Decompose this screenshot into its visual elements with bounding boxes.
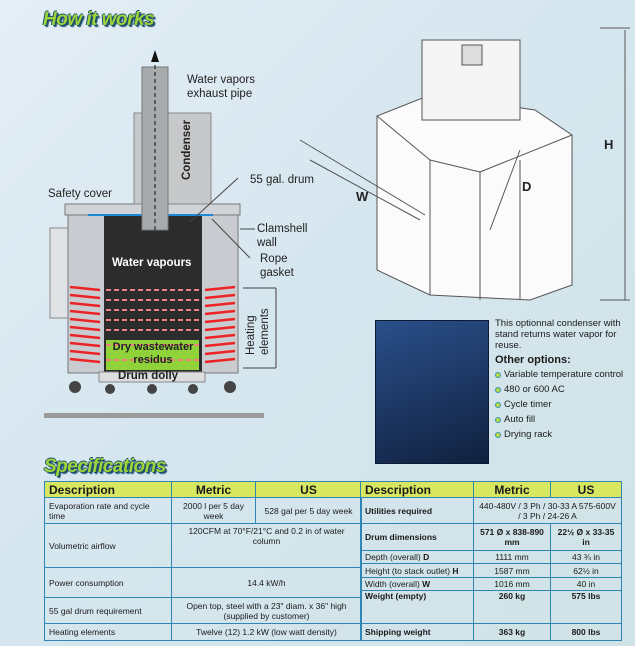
- cell: 1016 mm: [473, 576, 551, 591]
- label-line: Rope: [260, 253, 288, 265]
- option-item: Drying rack: [495, 429, 630, 440]
- label-line: residus: [133, 354, 173, 366]
- label-line: gasket: [260, 267, 294, 279]
- header-us: US: [255, 481, 362, 498]
- cell: 43 ¾ in: [550, 550, 622, 565]
- cell: 120CFM at 70°F/21°C and 0.2 in of water …: [171, 523, 362, 568]
- cell: 575 lbs: [550, 589, 622, 624]
- specifications-heading: Specifications: [44, 456, 166, 477]
- casters: [69, 381, 236, 394]
- header-metric: Metric: [473, 480, 551, 499]
- cell: Power consumption: [44, 567, 172, 598]
- dimension-key: D: [423, 552, 430, 563]
- dimension-key: W: [422, 578, 431, 589]
- cell: Volumetric airflow: [44, 523, 172, 568]
- process-diagram: [44, 27, 630, 418]
- header-us: US: [550, 480, 622, 499]
- cell: 260 kg: [473, 589, 551, 624]
- label-line: wall: [257, 237, 277, 249]
- cell: 800 lbs: [550, 622, 622, 642]
- option-item: Cycle timer: [495, 399, 630, 410]
- header-description: Description: [44, 481, 172, 498]
- depth-marker: D: [522, 179, 532, 194]
- condenser-label: Condenser: [181, 119, 193, 180]
- width-marker: W: [356, 189, 369, 204]
- exhaust-pipe-label: Water vapors exhaust pipe: [187, 73, 255, 101]
- cell: Open top, steel with a 23" diam. x 36" h…: [171, 597, 362, 624]
- header-metric: Metric: [171, 481, 256, 498]
- floor: [44, 413, 264, 418]
- label-line: Heating: [245, 315, 257, 355]
- cell: 1111 mm: [473, 550, 551, 565]
- dimension-key: H: [452, 565, 459, 576]
- cell: 528 gal per 5 day week: [255, 497, 362, 524]
- rope-gasket-label: Rope gasket: [260, 252, 294, 280]
- cell: 440-480V / 3 Ph / 30-33 A 575-600V / 3 P…: [473, 497, 622, 525]
- drum-dolly: [98, 371, 206, 383]
- label-line: Clamshell: [257, 223, 308, 235]
- cell: 14.4 kW/h: [171, 567, 362, 598]
- cell: Height (to stack outlet): [365, 565, 451, 576]
- options-panel: This optionnal condenser with stand retu…: [495, 318, 630, 444]
- option-item: Variable temperature control: [495, 369, 630, 380]
- cell: Twelve (12) 1.2 kW (low watt density): [171, 623, 362, 641]
- drum-dolly-label: Drum dolly: [118, 370, 179, 382]
- cell: 40 in: [550, 576, 622, 591]
- safety-cover-label: Safety cover: [48, 188, 112, 200]
- cell: 55 gal drum requirement: [44, 597, 172, 624]
- label-line: exhaust pipe: [187, 88, 253, 100]
- water-vapours-label: Water vapours: [112, 257, 192, 269]
- heating-elements: [69, 285, 236, 364]
- cell: 571 Ø x 838-890 mm: [473, 523, 551, 552]
- cell: 363 kg: [473, 622, 551, 642]
- cell: 2000 l per 5 day week: [171, 497, 256, 524]
- how-it-works-heading: How it works: [43, 9, 155, 30]
- cell: 62½ in: [550, 563, 622, 578]
- residus: [106, 340, 199, 370]
- label-line: Dry wastewater: [112, 341, 194, 353]
- cell: Shipping weight: [360, 622, 474, 642]
- cell: Width (overall): [365, 578, 420, 589]
- options-title: Other options:: [495, 354, 571, 366]
- cell: Drum dimensions: [360, 523, 474, 552]
- header-description: Description: [360, 480, 474, 499]
- cell: Evaporation rate and cycle time: [44, 497, 172, 524]
- label-line: Water vapors: [187, 74, 255, 86]
- cell: Depth (overall): [365, 552, 421, 563]
- drum-label: 55 gal. drum: [250, 174, 314, 186]
- label-line: elements: [259, 308, 271, 355]
- cell: 22½ Ø x 33-35 in: [550, 523, 622, 552]
- options-caption: This optionnal condenser with stand retu…: [495, 318, 621, 351]
- cell: Utilities required: [360, 497, 474, 525]
- condenser-stand-photo: [375, 320, 489, 464]
- cell: Weight (empty): [360, 589, 474, 624]
- option-item: Auto fill: [495, 414, 630, 425]
- cell: 1587 mm: [473, 563, 551, 578]
- height-marker: H: [604, 137, 614, 152]
- option-item: 480 or 600 AC: [495, 384, 630, 395]
- unit-dimension-drawing: [299, 27, 630, 301]
- clamshell-label: Clamshell wall: [257, 222, 308, 250]
- cell: Heating elements: [44, 623, 172, 641]
